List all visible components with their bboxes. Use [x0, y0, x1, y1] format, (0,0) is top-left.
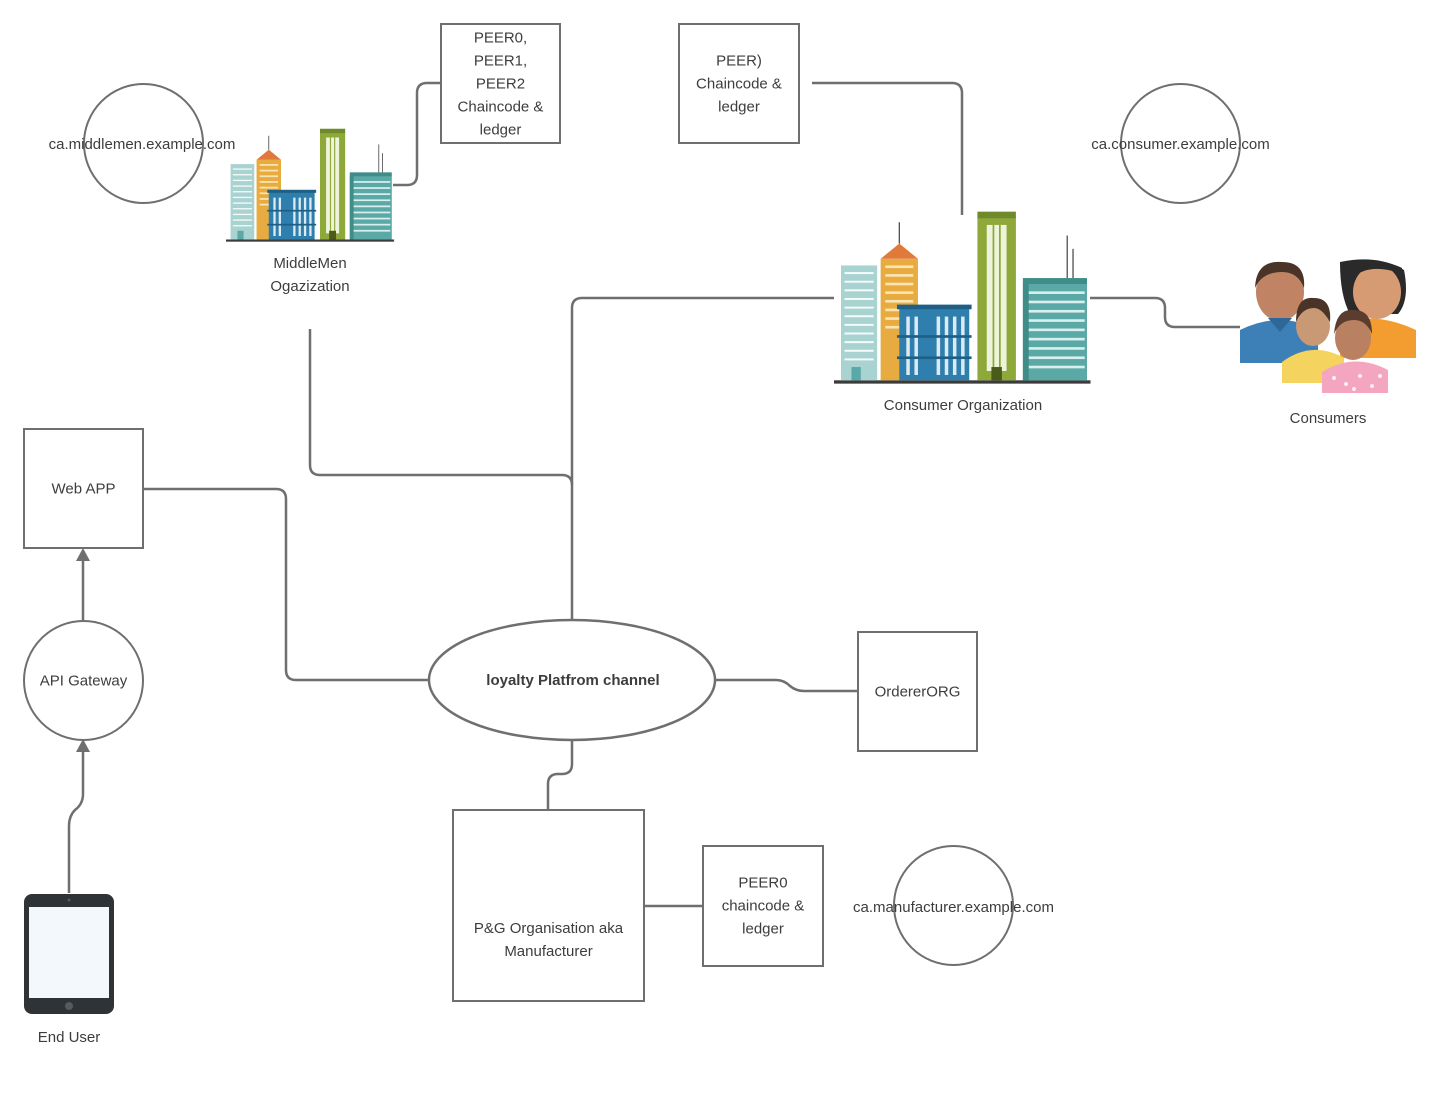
api-gateway-circle[interactable]: API Gateway [23, 620, 144, 741]
end-user-label: End User [37, 1029, 101, 1046]
ca-middlemen-label: ca.middlemen.example.com [48, 136, 236, 153]
ca-consumer-label: ca.consumer.example.com [1091, 136, 1270, 153]
manufacturer-org-box[interactable] [452, 809, 645, 1002]
channel-ellipse[interactable] [427, 618, 717, 742]
consumer-org-label: Consumer Organization [883, 397, 1043, 414]
orderer-label: OrdererORG [874, 683, 961, 700]
arrowhead-api-gateway [76, 739, 90, 752]
api-gateway-label: API Gateway [39, 672, 128, 689]
connector-lines [67, 81, 1240, 908]
web-app-label: Web APP [51, 480, 116, 497]
ca-middlemen-circle[interactable] [83, 83, 204, 204]
consumer-buildings-icon [833, 210, 1092, 385]
ca-manufacturer-label: ca.manufacturer.example.com [853, 899, 1054, 916]
family-people-icon [1240, 259, 1416, 393]
middlemen-org-label: MiddleMen Ogazization [270, 255, 350, 295]
arrowhead-web-app [76, 548, 90, 561]
manufacturer-org-label: P&G Organisation aka Manufacturer [473, 920, 624, 960]
middlemen-peer-box[interactable]: PEER0, PEER1, PEER2 Chaincode & ledger [440, 23, 561, 144]
manufacturer-peer-label: PEER0 chaincode & ledger [721, 874, 805, 938]
channel-label: loyalty Platfrom channel [486, 672, 660, 689]
tablet-device-icon [24, 894, 114, 1014]
ca-manufacturer-circle[interactable] [893, 845, 1014, 966]
consumer-peer-box[interactable]: PEER) Chaincode & ledger [678, 23, 800, 144]
manufacturer-peer-box[interactable]: PEER0 chaincode & ledger [702, 845, 824, 967]
web-app-box[interactable]: Web APP [23, 428, 144, 549]
consumers-label: Consumers [1289, 410, 1367, 427]
ca-consumer-circle[interactable] [1120, 83, 1241, 204]
middlemen-peer-label: PEER0, PEER1, PEER2 Chaincode & ledger [457, 29, 544, 138]
orderer-box[interactable]: OrdererORG [857, 631, 978, 752]
consumer-peer-label: PEER) Chaincode & ledger [696, 52, 782, 115]
